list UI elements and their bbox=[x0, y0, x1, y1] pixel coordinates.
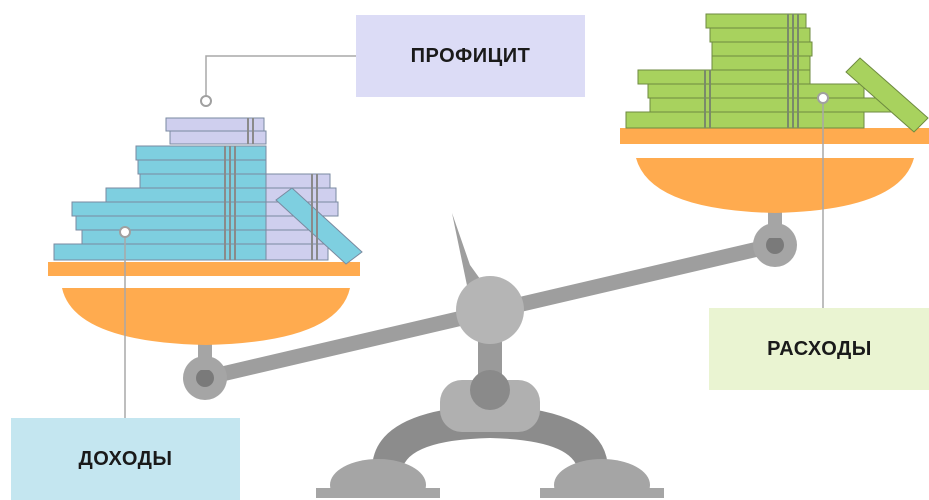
connector-lines bbox=[124, 55, 824, 418]
income-label: ДОХОДЫ bbox=[78, 447, 173, 470]
left-stack-band-marks bbox=[224, 118, 318, 260]
right-money-stack-icon bbox=[625, 13, 929, 133]
scale-beam bbox=[183, 210, 797, 400]
profit-label: ПРОФИЦИТ bbox=[410, 44, 531, 67]
expense-label: РАСХОДЫ bbox=[767, 337, 872, 360]
connector-dots bbox=[119, 92, 829, 238]
profit-label-box: ПРОФИЦИТ bbox=[356, 15, 585, 97]
expense-label-box: РАСХОДЫ bbox=[709, 308, 929, 390]
right-pan bbox=[620, 128, 929, 213]
left-pan bbox=[48, 262, 360, 345]
left-money-stack-icon bbox=[53, 117, 363, 265]
right-stack-band-marks bbox=[704, 14, 799, 128]
income-label-box: ДОХОДЫ bbox=[11, 418, 240, 500]
scale-stand bbox=[316, 320, 664, 498]
